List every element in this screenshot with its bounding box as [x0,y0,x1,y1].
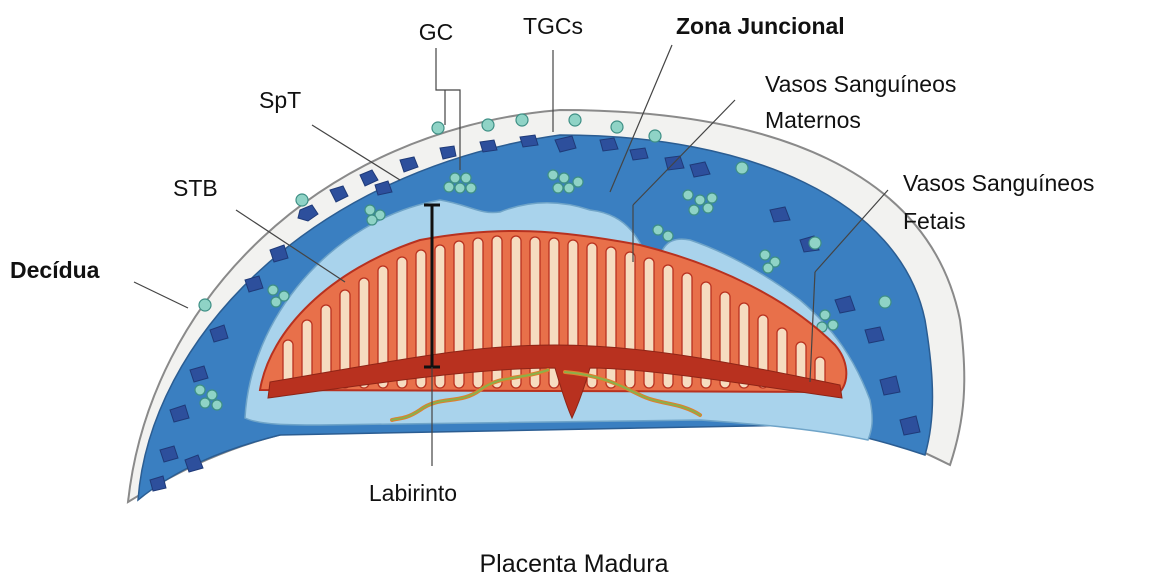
label-vasos-fetais-line2: Fetais [903,208,966,234]
label-zona-juncional: Zona Juncional [676,13,845,39]
label-tgcs: TGCs [523,13,583,39]
label-vasos-fetais-line1: Vasos Sanguíneos [903,170,1094,196]
label-vasos-maternos-line1: Vasos Sanguíneos [765,71,956,97]
figure-caption: Placenta Madura [479,550,668,578]
label-vasos-maternos-line2: Maternos [765,107,861,133]
label-stb: STB [173,175,218,201]
label-spt: SpT [259,87,301,113]
label-labirinto: Labirinto [369,480,457,506]
label-decidua: Decídua [10,257,100,283]
label-gc: GC [419,19,454,45]
